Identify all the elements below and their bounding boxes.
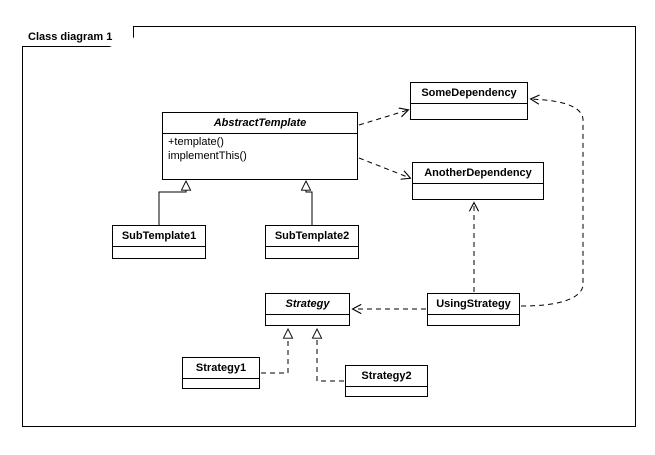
uml-class-using-strategy[interactable]: UsingStrategy [427,293,520,326]
uml-member: implementThis() [168,149,247,162]
edge-subtemplate1-to-abstracttemplate [158,181,186,225]
uml-class-some-dependency[interactable]: SomeDependency [410,82,528,120]
uml-class-sub-template-1[interactable]: SubTemplate1 [112,225,206,259]
uml-class-name-sub-template-2: SubTemplate2 [274,230,350,242]
uml-class-name-abstract-template: AbstractTemplate [213,117,307,129]
edge-abstracttemplate-to-somedependency [358,107,410,126]
uml-class-name-sub-template-1: SubTemplate1 [121,230,197,242]
diagram-frame [22,26,636,427]
uml-class-name-strategy-2: Strategy2 [361,370,412,382]
uml-compartment-sub-template-2 [266,246,358,258]
uml-member: +template() [168,136,224,149]
uml-class-abstract-template[interactable]: AbstractTemplate +template()implementThis… [162,112,358,180]
uml-class-strategy-2[interactable]: Strategy2 [345,365,428,397]
edge-subtemplate2-to-abstracttemplate [306,181,313,225]
edge-abstracttemplate-to-anotherdependency [358,157,412,180]
uml-compartment-strategy [266,314,349,325]
edge-strategy1-to-strategy [261,329,288,374]
edge-strategy2-to-strategy [317,329,344,382]
diagram-title-label: Class diagram 1 [28,31,113,43]
uml-class-strategy[interactable]: Strategy [265,293,350,326]
uml-class-name-another-dependency: AnotherDependency [424,167,532,179]
uml-class-name-strategy-1: Strategy1 [195,362,247,374]
uml-compartment-strategy-1 [183,378,259,388]
diagram-frame-tab[interactable] [22,26,134,47]
uml-class-name-some-dependency: SomeDependency [421,87,517,99]
uml-class-strategy-1[interactable]: Strategy1 [182,357,260,389]
uml-compartment-strategy-2 [346,386,427,396]
uml-class-name-strategy: Strategy [285,298,330,310]
uml-class-another-dependency[interactable]: AnotherDependency [412,162,544,200]
uml-compartment-sub-template-1 [113,246,205,258]
uml-class-sub-template-2[interactable]: SubTemplate2 [265,225,359,259]
edge-usingstrategy-to-somedependency [520,94,584,307]
uml-compartment-some-dependency [411,103,527,119]
uml-compartment-using-strategy [428,314,519,325]
uml-compartment-abstract-template: +template()implementThis() [163,133,357,179]
uml-class-name-using-strategy: UsingStrategy [436,298,511,310]
uml-compartment-another-dependency [413,183,543,199]
